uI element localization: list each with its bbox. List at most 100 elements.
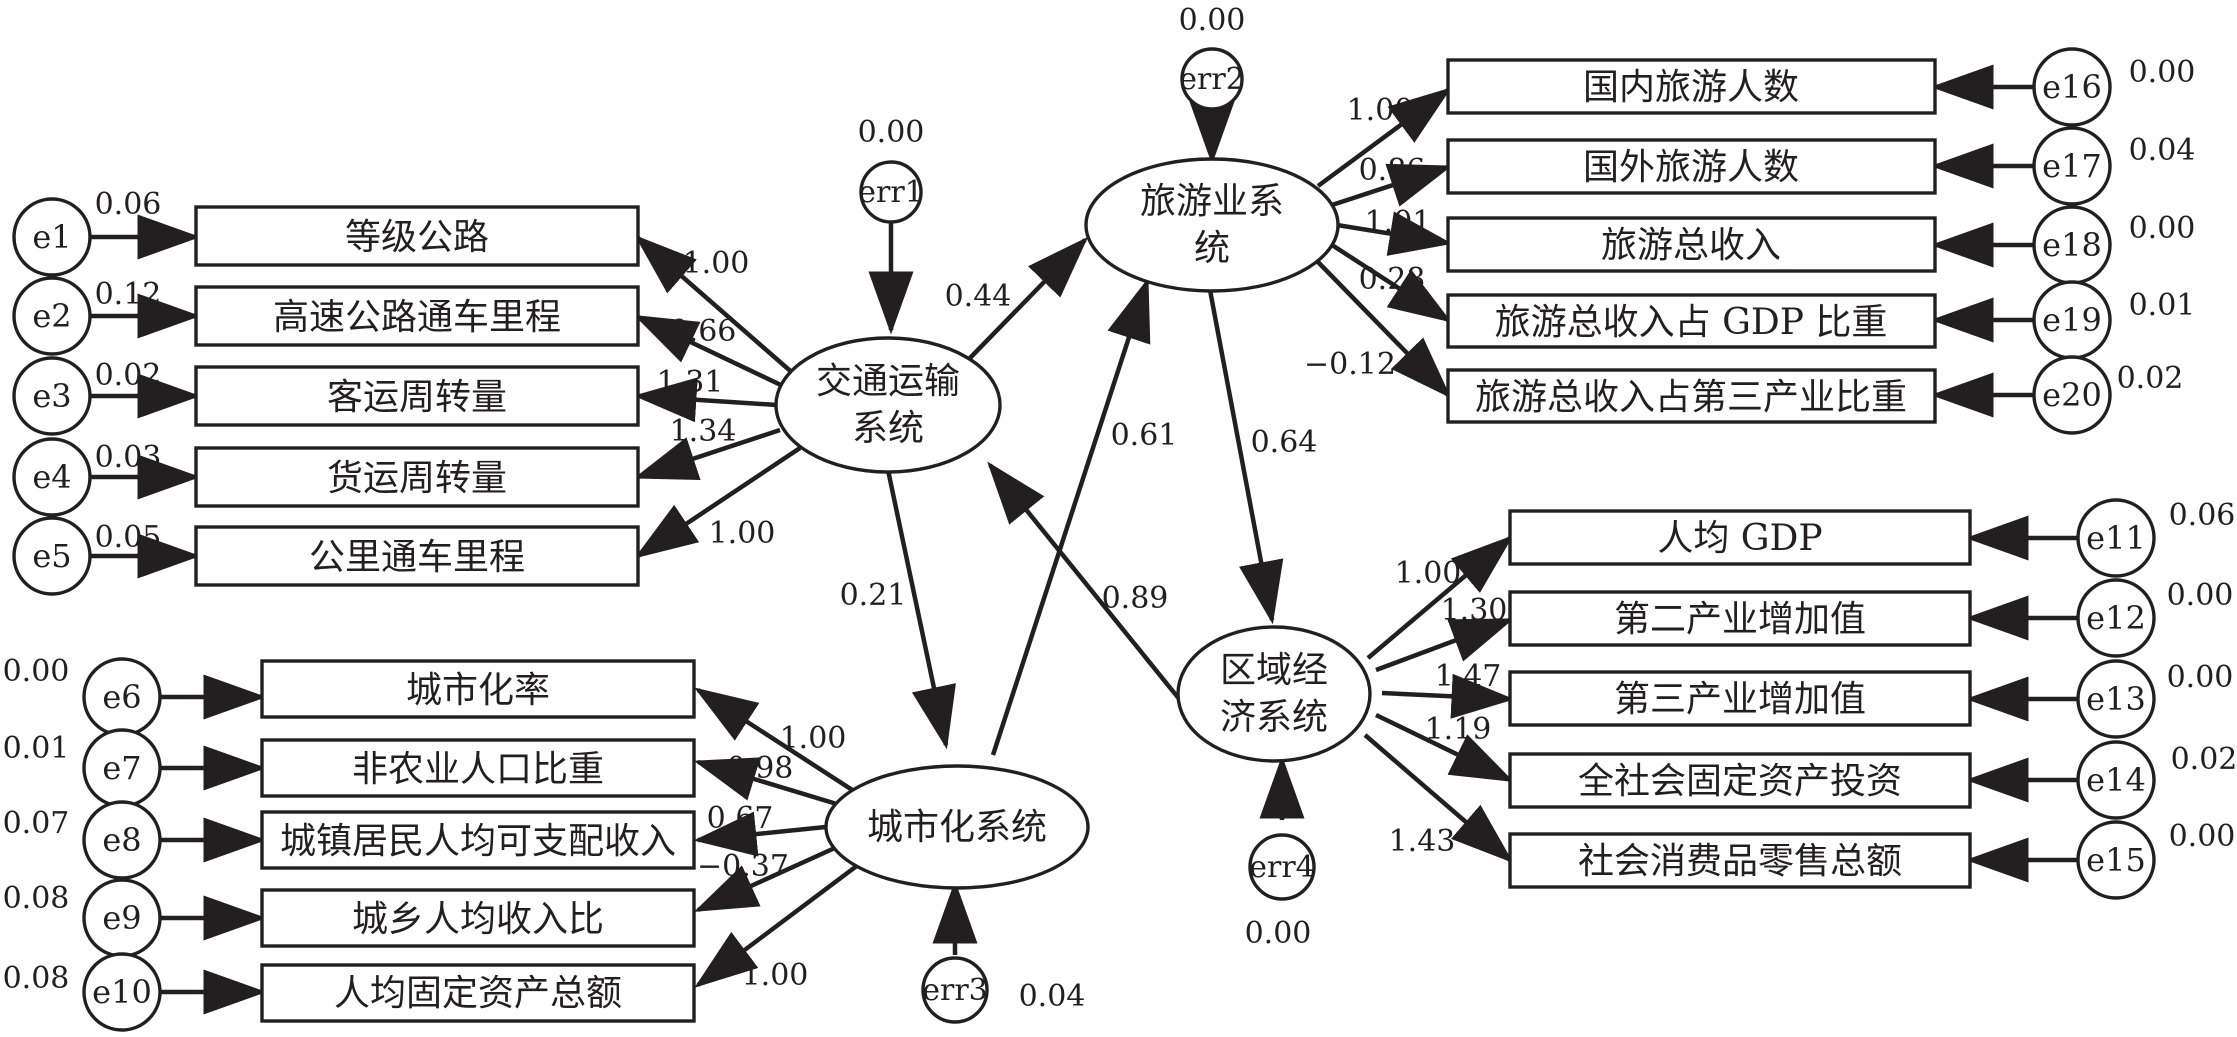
latent-economy-ellipse (1176, 625, 1372, 763)
edge-tourism-4 (1330, 243, 1452, 323)
edge-economy-4 (1375, 712, 1515, 783)
disturbance-label: err4 (1249, 850, 1315, 885)
loading-label: 0.98 (727, 751, 794, 786)
path-transport-to-tourism (968, 236, 1089, 360)
edge-tourism-3 (1336, 211, 1453, 256)
indicator-box (1446, 58, 1937, 115)
indicator-row: e1 0.06 等级公路 1.00 (12, 187, 749, 281)
path-coefficients: 0.44 0.21 0.61 0.64 0.89 (840, 279, 1318, 616)
error-variance: 0.05 (95, 520, 162, 555)
indicator-row: 1.47 第三产业增加值 e13 0.00 (1435, 659, 2234, 739)
error-node-label: e1 (32, 218, 71, 256)
disturbance-err1: 0.00 err1 (858, 115, 925, 224)
indicator-box (1508, 832, 1972, 889)
edge-economy-3 (1381, 673, 1515, 719)
error-node-label: e4 (32, 458, 71, 496)
indicator-row: 1.00 人均 GDP e11 0.06 (1395, 498, 2236, 591)
indicator-row: 0.07 e8 城镇居民人均可支配收入 0.67 (3, 800, 774, 880)
error-node-label: e2 (32, 297, 71, 335)
indicator-label: 非农业人口比重 (352, 749, 604, 790)
urban-indicators: 0.00 e6 城市化率 1.00 0.01 e7 非农业人口比重 0.98 0… (3, 654, 846, 1032)
loading-label: 0.28 (1359, 262, 1426, 297)
indicator-label: 客运周转量 (327, 377, 507, 418)
disturbance-node (921, 956, 989, 1024)
error-node-label: e6 (102, 678, 141, 716)
latent-urban: 城市化系统 (824, 764, 1090, 890)
indicator-row: 0.08 e10 人均固定资产总额 1.00 (3, 952, 808, 1032)
indicator-label: 城乡人均收入比 (352, 899, 604, 940)
disturbance-err4: err4 0.00 (1245, 833, 1316, 951)
error-node (82, 800, 162, 880)
indicator-label: 国内旅游人数 (1583, 67, 1799, 108)
disturbance-variance: 0.00 (1179, 3, 1246, 38)
error-variance: 0.00 (2129, 55, 2196, 90)
indicator-box (1508, 590, 1972, 647)
path-transport-to-urban (885, 469, 956, 750)
latent-transport-ellipse (774, 336, 1002, 474)
loading-label: 0.67 (707, 801, 774, 836)
indicator-box (1446, 138, 1937, 195)
edge-urban-3 (693, 811, 846, 857)
error-variance: 0.03 (95, 440, 162, 475)
indicator-label: 货运周转量 (327, 458, 507, 499)
indicator-box (260, 810, 696, 870)
indicator-box (260, 963, 696, 1023)
disturbance-err3: err3 0.04 (921, 956, 1085, 1024)
error-node (12, 437, 92, 517)
error-variance: 0.00 (2129, 211, 2196, 246)
indicator-row: 1.00 国内旅游人数 e16 0.00 (1347, 47, 2196, 128)
disturbance-node (1180, 47, 1244, 111)
error-node-label: e18 (2042, 226, 2102, 264)
error-variance: 0.02 (95, 358, 162, 393)
indicator-row: 1.30 第二产业增加值 e12 0.00 (1441, 578, 2233, 658)
edge-economy-2 (1375, 617, 1515, 673)
coef-urban-to-tourism: 0.61 (1111, 418, 1178, 453)
disturbance-label: err1 (858, 175, 924, 210)
indicator-label: 城市化率 (406, 670, 550, 711)
latent-transport-label-line1: 交通运输 (816, 361, 960, 402)
disturbance-variance: 0.00 (858, 115, 925, 150)
error-node (12, 516, 92, 596)
indicator-row: 1.01 旅游总收入 e18 0.00 (1365, 205, 2196, 285)
edge-transport-3 (633, 377, 778, 423)
loading-label: 1.31 (657, 365, 724, 400)
loading-label: −0.37 (697, 849, 789, 884)
indicator-box (1446, 293, 1937, 349)
indicator-box (260, 738, 696, 798)
edge-tourism-2 (1331, 163, 1453, 208)
path-economy-to-transport (987, 461, 1182, 702)
error-variance: 0.00 (2167, 660, 2234, 695)
edge-tourism-5 (1316, 260, 1452, 399)
error-node (2032, 126, 2112, 206)
indicator-label: 旅游总收入占 GDP 比重 (1495, 302, 1888, 343)
coef-transport-to-urban: 0.21 (840, 578, 907, 613)
error-node (2076, 498, 2156, 578)
error-node-label: e17 (2042, 147, 2102, 185)
indicator-label: 第二产业增加值 (1614, 599, 1866, 640)
edge-transport-4 (633, 427, 781, 480)
error-node-label: e9 (102, 899, 141, 937)
error-node-label: e3 (32, 377, 71, 415)
error-node-label: e13 (2086, 680, 2146, 718)
latent-economy-label-line2: 济系统 (1220, 697, 1328, 738)
disturbance-err2: 0.00 err2 (1179, 3, 1246, 111)
error-node (12, 197, 92, 277)
error-variance: 0.08 (3, 961, 70, 996)
edge-economy-1 (1366, 535, 1514, 660)
error-variance: 0.01 (3, 731, 70, 766)
indicator-label: 公里通车里程 (309, 537, 525, 578)
error-node (12, 276, 92, 356)
indicator-row: e4 0.03 货运周转量 1.34 (12, 414, 736, 517)
indicator-box (1508, 670, 1972, 727)
error-variance: 0.06 (2169, 498, 2236, 533)
indicator-label: 等级公路 (345, 217, 489, 258)
indicator-label: 全社会固定资产投资 (1578, 761, 1902, 802)
coef-transport-to-tourism: 0.44 (945, 279, 1012, 314)
error-node-label: e19 (2042, 301, 2102, 339)
indicator-row: e3 0.02 客运周转量 1.31 (12, 356, 724, 436)
loading-label: 1.00 (1395, 556, 1462, 591)
latent-tourism: 旅游业系 统 (1084, 157, 1340, 293)
error-node (2076, 659, 2156, 739)
error-variance: 0.08 (3, 881, 70, 916)
edge-transport-5 (634, 446, 802, 559)
